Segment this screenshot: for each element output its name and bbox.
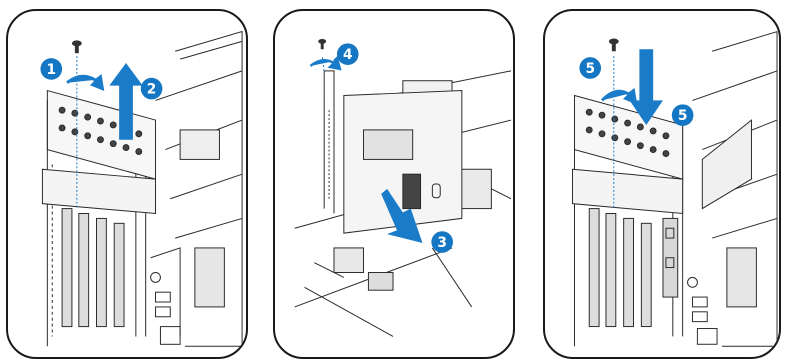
panel-1-illustration: 1 2 bbox=[8, 11, 246, 357]
step-badge-5b: 5 bbox=[672, 104, 694, 126]
svg-text:2: 2 bbox=[147, 82, 157, 98]
svg-text:1: 1 bbox=[46, 62, 56, 78]
board-drawing bbox=[295, 56, 511, 336]
step-badge-4: 4 bbox=[337, 43, 359, 65]
rotate-arrow-icon bbox=[310, 58, 340, 69]
rotate-arrow-icon bbox=[67, 76, 102, 88]
screw-icon bbox=[72, 40, 82, 53]
chassis-drawing bbox=[573, 32, 778, 347]
svg-text:5: 5 bbox=[678, 108, 688, 124]
panel-remove-bracket: 1 2 bbox=[6, 9, 248, 359]
step-badge-5a: 5 bbox=[579, 57, 601, 79]
panel-reinstall-bracket: 5 5 bbox=[543, 9, 781, 359]
step-badge-2: 2 bbox=[141, 78, 163, 100]
svg-text:4: 4 bbox=[343, 47, 353, 63]
panel-3-illustration: 5 5 bbox=[545, 11, 779, 357]
screw-icon bbox=[318, 39, 326, 49]
screw-icon bbox=[609, 38, 619, 51]
step-badge-3: 3 bbox=[431, 231, 453, 253]
svg-text:3: 3 bbox=[437, 235, 447, 251]
panel-insert-card: 4 3 bbox=[273, 9, 515, 359]
step-badge-1: 1 bbox=[40, 58, 62, 80]
svg-text:5: 5 bbox=[585, 61, 595, 77]
panel-2-illustration: 4 3 bbox=[275, 11, 513, 357]
